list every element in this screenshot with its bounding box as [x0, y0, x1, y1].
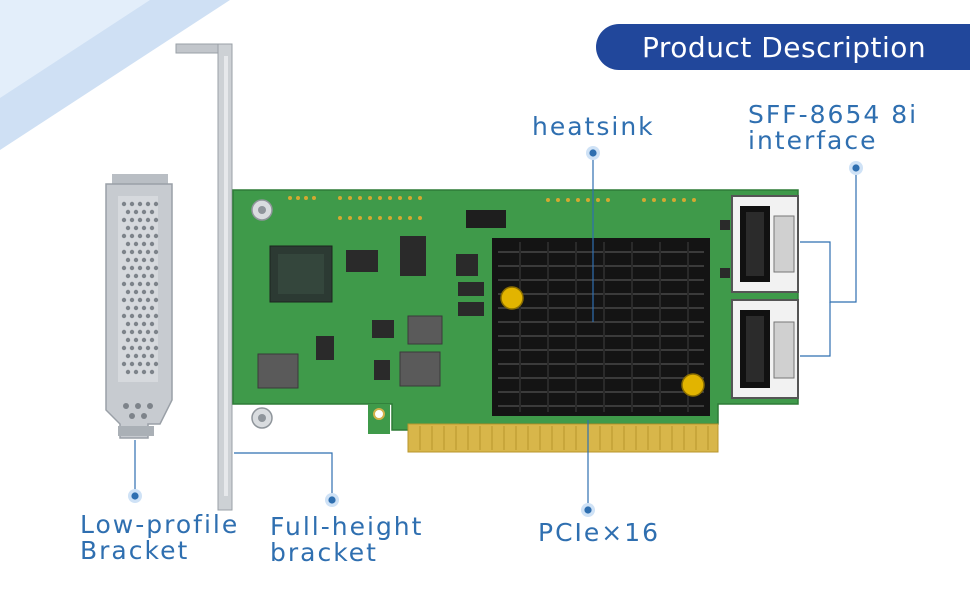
interface-label-line2: interface [748, 126, 878, 155]
interface-label-line1: SFF-8654 8i [748, 100, 919, 129]
section-title: Product Description [642, 30, 927, 64]
full-height-bracket [175, 43, 233, 511]
heatsink-label-text: heatsink [532, 112, 655, 141]
callout-dots [128, 146, 863, 517]
callout-lines [134, 155, 857, 510]
interface-label: SFF-8654 8i interface [748, 102, 918, 154]
sff-8654-connectors [731, 195, 799, 399]
low-profile-bracket [105, 174, 173, 439]
full-height-label-line2: bracket [270, 538, 378, 567]
full-height-label: Full-height bracket [270, 514, 423, 566]
full-height-label-line1: Full-height [270, 512, 424, 541]
pcie-label: PCIe×16 [538, 520, 660, 546]
section-title-banner: Product Description [596, 24, 970, 70]
heatsink [492, 238, 710, 416]
low-profile-label-line2: Bracket [80, 536, 190, 565]
low-profile-label-line1: Low-profile [80, 510, 240, 539]
heatsink-label: heatsink [532, 114, 655, 140]
pcie-label-text: PCIe×16 [538, 518, 661, 547]
low-profile-label: Low-profile Bracket [80, 512, 239, 564]
corner-decoration [0, 0, 230, 150]
